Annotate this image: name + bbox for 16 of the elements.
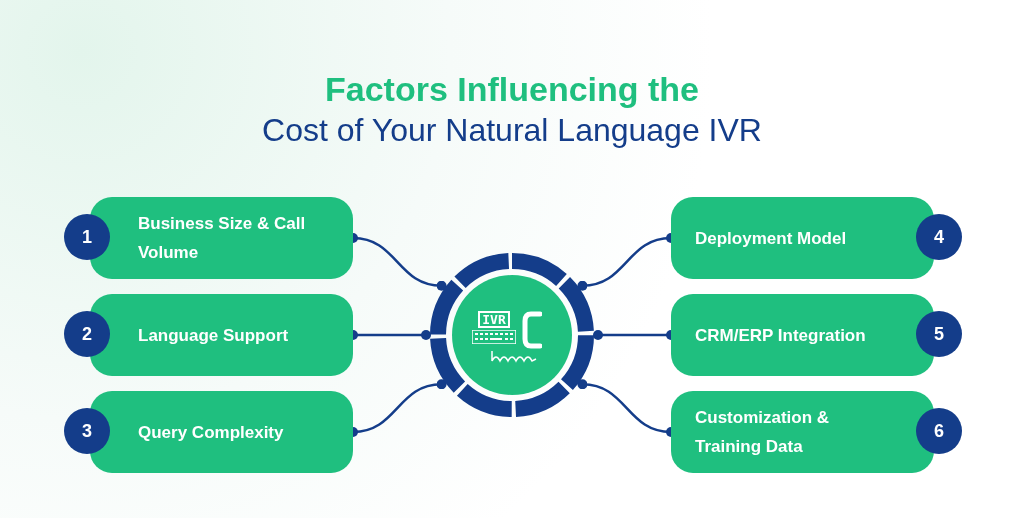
factor-label: Customization & Training Data	[695, 407, 831, 458]
factor-label: CRM/ERP Integration	[695, 324, 866, 347]
number-badge: 2	[64, 311, 110, 357]
factor-label: Deployment Model	[695, 227, 847, 250]
factor-label: Business Size & Call Volume	[138, 213, 307, 264]
number-badge: 4	[916, 214, 962, 260]
hub-circle	[430, 253, 594, 417]
subtitle: Cost of Your Natural Language IVR	[261, 111, 763, 150]
factor-label: Query Complexity	[138, 421, 284, 444]
number-badge: 5	[916, 311, 962, 357]
factor-label: Language Support	[138, 324, 289, 347]
ivr-label: IVR	[478, 311, 510, 328]
title: Factors Influencing the	[323, 69, 700, 110]
number-badge: 1	[64, 214, 110, 260]
number-badge: 3	[64, 408, 110, 454]
number-badge: 6	[916, 408, 962, 454]
